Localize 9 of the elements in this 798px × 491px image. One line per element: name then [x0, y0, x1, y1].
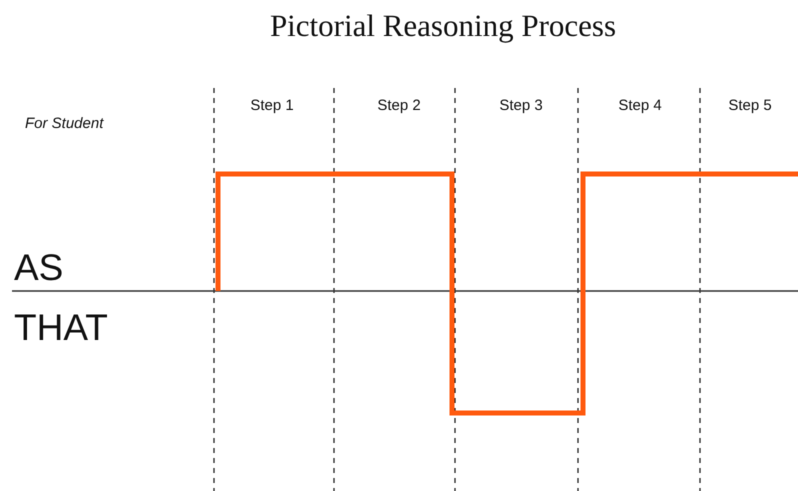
row-label: AS: [14, 246, 64, 290]
step-label: Step 3: [498, 97, 544, 114]
step-label: Step 5: [727, 97, 773, 114]
step-label: Step 4: [617, 97, 663, 114]
step-label: Step 2: [376, 97, 422, 114]
row-label: THAT: [14, 306, 108, 350]
step-label: Step 1: [249, 97, 295, 114]
diagram-title: Pictorial Reasoning Process: [268, 8, 618, 44]
row-heading: For Student: [25, 115, 104, 132]
